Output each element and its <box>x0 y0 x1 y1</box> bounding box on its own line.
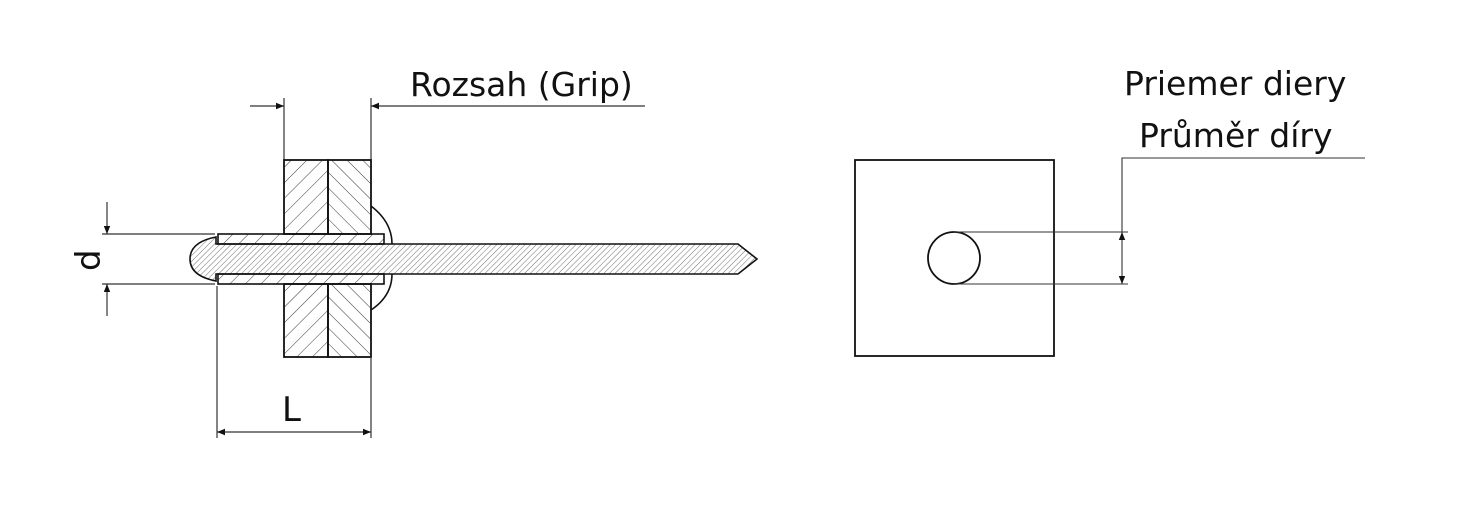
hole <box>927 231 981 285</box>
grip-label: Rozsah (Grip) <box>410 65 633 104</box>
rivet-mandrel <box>189 236 759 282</box>
hole-diameter-dimension <box>954 157 1365 285</box>
rivet-flare <box>370 205 393 311</box>
hole-label-sk: Priemer diery <box>1124 64 1346 103</box>
hole-label-cz: Průměr díry <box>1139 116 1333 155</box>
l-label: L <box>282 390 301 430</box>
d-dimension <box>102 202 215 316</box>
l-dimension <box>216 286 372 438</box>
plate-front-view <box>854 159 1055 357</box>
d-label: d <box>69 249 109 271</box>
grip-dimension <box>250 98 645 160</box>
